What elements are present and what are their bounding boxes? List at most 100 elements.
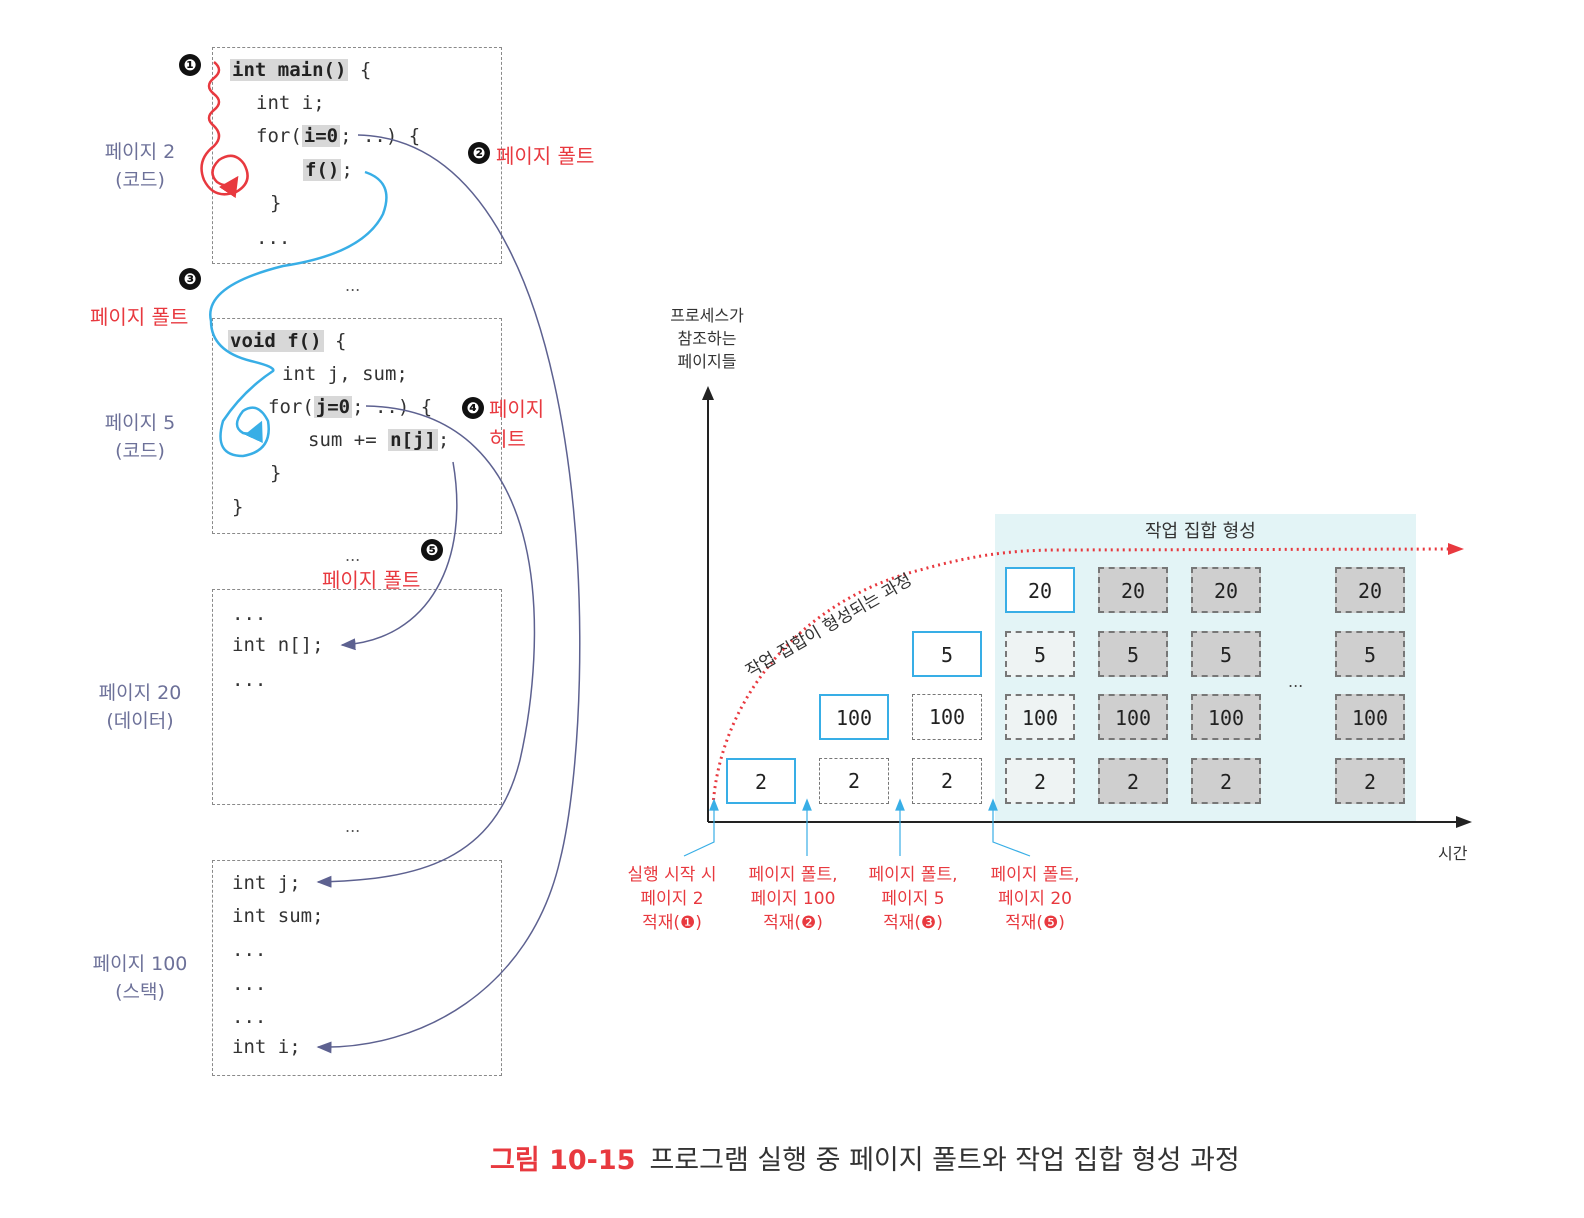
marker-4: ❹ — [462, 397, 484, 419]
gap-dots: ... — [345, 817, 361, 836]
code-line: f(); — [303, 158, 353, 182]
figure-number: 그림 10-15 — [490, 1145, 636, 1176]
page-cell: 20 — [1191, 567, 1261, 613]
page-cell: 100 — [1005, 694, 1075, 740]
page-cell: 100 — [1191, 694, 1261, 740]
page-100-box — [212, 860, 502, 1076]
page-cell: 100 — [912, 694, 982, 740]
page-cell: 20 — [1005, 567, 1075, 613]
event-line: 적재(❸) — [883, 913, 943, 933]
code-token: for( — [268, 396, 314, 418]
code-token: for( — [256, 125, 302, 147]
page-cell: 100 — [1335, 694, 1405, 740]
gap-dots: ... — [345, 276, 361, 295]
code-line: int main() { — [230, 58, 371, 82]
event-line: 적재(❺) — [1005, 913, 1065, 933]
code-line: ... — [232, 973, 267, 995]
page-cell: 5 — [1191, 631, 1261, 677]
page-cell: 5 — [912, 631, 982, 677]
page-2-box — [212, 47, 502, 264]
event-line: 페이지 20 — [998, 889, 1072, 909]
event-pointers — [683, 798, 1031, 857]
page-cell: 2 — [1335, 758, 1405, 804]
page-cell: 2 — [1005, 758, 1075, 804]
code-line: ... — [232, 669, 267, 691]
page-type: (스택) — [115, 981, 165, 1003]
page-cell: 2 — [912, 758, 982, 804]
code-line: ... — [232, 939, 267, 961]
page-cell: 2 — [1098, 758, 1168, 804]
page-100-label: 페이지 100 (스택) — [80, 950, 200, 1006]
event-line: 페이지 2 — [640, 889, 704, 909]
region-label: 작업 집합 형성 — [1145, 521, 1256, 542]
axis-label-line: 참조하는 — [677, 329, 737, 348]
reference-arrow-i — [316, 134, 581, 1054]
ellipsis: ... — [1288, 672, 1304, 691]
marker-1: ❶ — [179, 54, 201, 76]
code-token: i=0 — [301, 125, 341, 147]
code-line: int i; — [232, 1036, 301, 1058]
code-line: void f() { — [228, 329, 346, 353]
code-token: n[j] — [388, 429, 438, 451]
code-token: ; ..) { — [340, 125, 421, 147]
code-token: { — [323, 330, 347, 352]
code-token: ; — [437, 429, 450, 451]
annotation-text: 페이지 — [489, 397, 545, 421]
code-line: int n[]; — [232, 634, 324, 656]
event-line: 적재(❷) — [763, 913, 823, 933]
working-set-curve — [711, 547, 1451, 807]
code-line: ... — [232, 1006, 267, 1028]
page-cell: 20 — [1335, 567, 1405, 613]
annotation-fault-5: 페이지 폴트 — [322, 568, 421, 592]
event-line: 적재(❶) — [642, 913, 702, 933]
code-token: f() — [303, 159, 342, 181]
page-2-label: 페이지 2(코드) — [80, 138, 200, 194]
reference-arrow-n — [340, 461, 458, 651]
page-cell: 100 — [819, 694, 889, 740]
page-type: (데이터) — [106, 710, 174, 732]
code-line: for(i=0; ..) { — [256, 124, 420, 148]
event-line: 페이지 폴트, — [990, 865, 1080, 885]
y-axis-label: 프로세스가 참조하는 페이지들 — [647, 304, 767, 373]
page-type: (코드) — [115, 440, 165, 462]
page-5-label: 페이지 5 (코드) — [80, 409, 200, 465]
axis-label-line: 페이지들 — [677, 352, 737, 371]
page-cell: 100 — [1098, 694, 1168, 740]
annotation-text: 히트 — [489, 427, 526, 451]
event-line: 페이지 5 — [881, 889, 945, 909]
gap-dots: ... — [345, 546, 361, 565]
page-type: (코드) — [115, 169, 165, 191]
page-cell: 20 — [1098, 567, 1168, 613]
execution-path-main — [200, 61, 249, 199]
event-label: 페이지 폴트, 페이지 5 적재(❸) — [848, 863, 978, 935]
event-label: 페이지 폴트, 페이지 20 적재(❺) — [970, 863, 1100, 935]
page-label: 페이지 20 — [98, 682, 182, 704]
figure-title: 프로그램 실행 중 페이지 폴트와 작업 집합 형성 과정 — [649, 1145, 1240, 1176]
marker-5: ❺ — [421, 539, 443, 561]
page-label: 페이지 100 — [92, 953, 188, 975]
page-cell: 2 — [726, 758, 796, 804]
event-line: 실행 시작 시 — [627, 865, 717, 885]
code-line: sum += n[j]; — [308, 428, 449, 452]
code-line: ... — [256, 227, 291, 249]
code-token: int main() — [230, 59, 349, 81]
page-cell: 2 — [1191, 758, 1261, 804]
marker-3: ❸ — [179, 268, 201, 290]
page-cell: 5 — [1098, 631, 1168, 677]
code-line: for(j=0; ..) { — [268, 395, 432, 419]
code-token: ; — [341, 159, 353, 181]
event-line: 페이지 폴트, — [868, 865, 958, 885]
execution-path-f — [209, 170, 388, 458]
code-line: } — [232, 496, 244, 518]
event-line: 페이지 100 — [750, 889, 836, 909]
x-axis-label: 시간 — [1438, 844, 1468, 863]
marker-2: ❷ — [468, 142, 490, 164]
axis-label-line: 프로세스가 — [670, 306, 744, 325]
page-label: 페이지 5 — [104, 412, 176, 434]
code-line: ... — [232, 603, 267, 625]
code-token: j=0 — [313, 396, 353, 418]
code-token: { — [348, 59, 372, 81]
page-cell: 5 — [1005, 631, 1075, 677]
